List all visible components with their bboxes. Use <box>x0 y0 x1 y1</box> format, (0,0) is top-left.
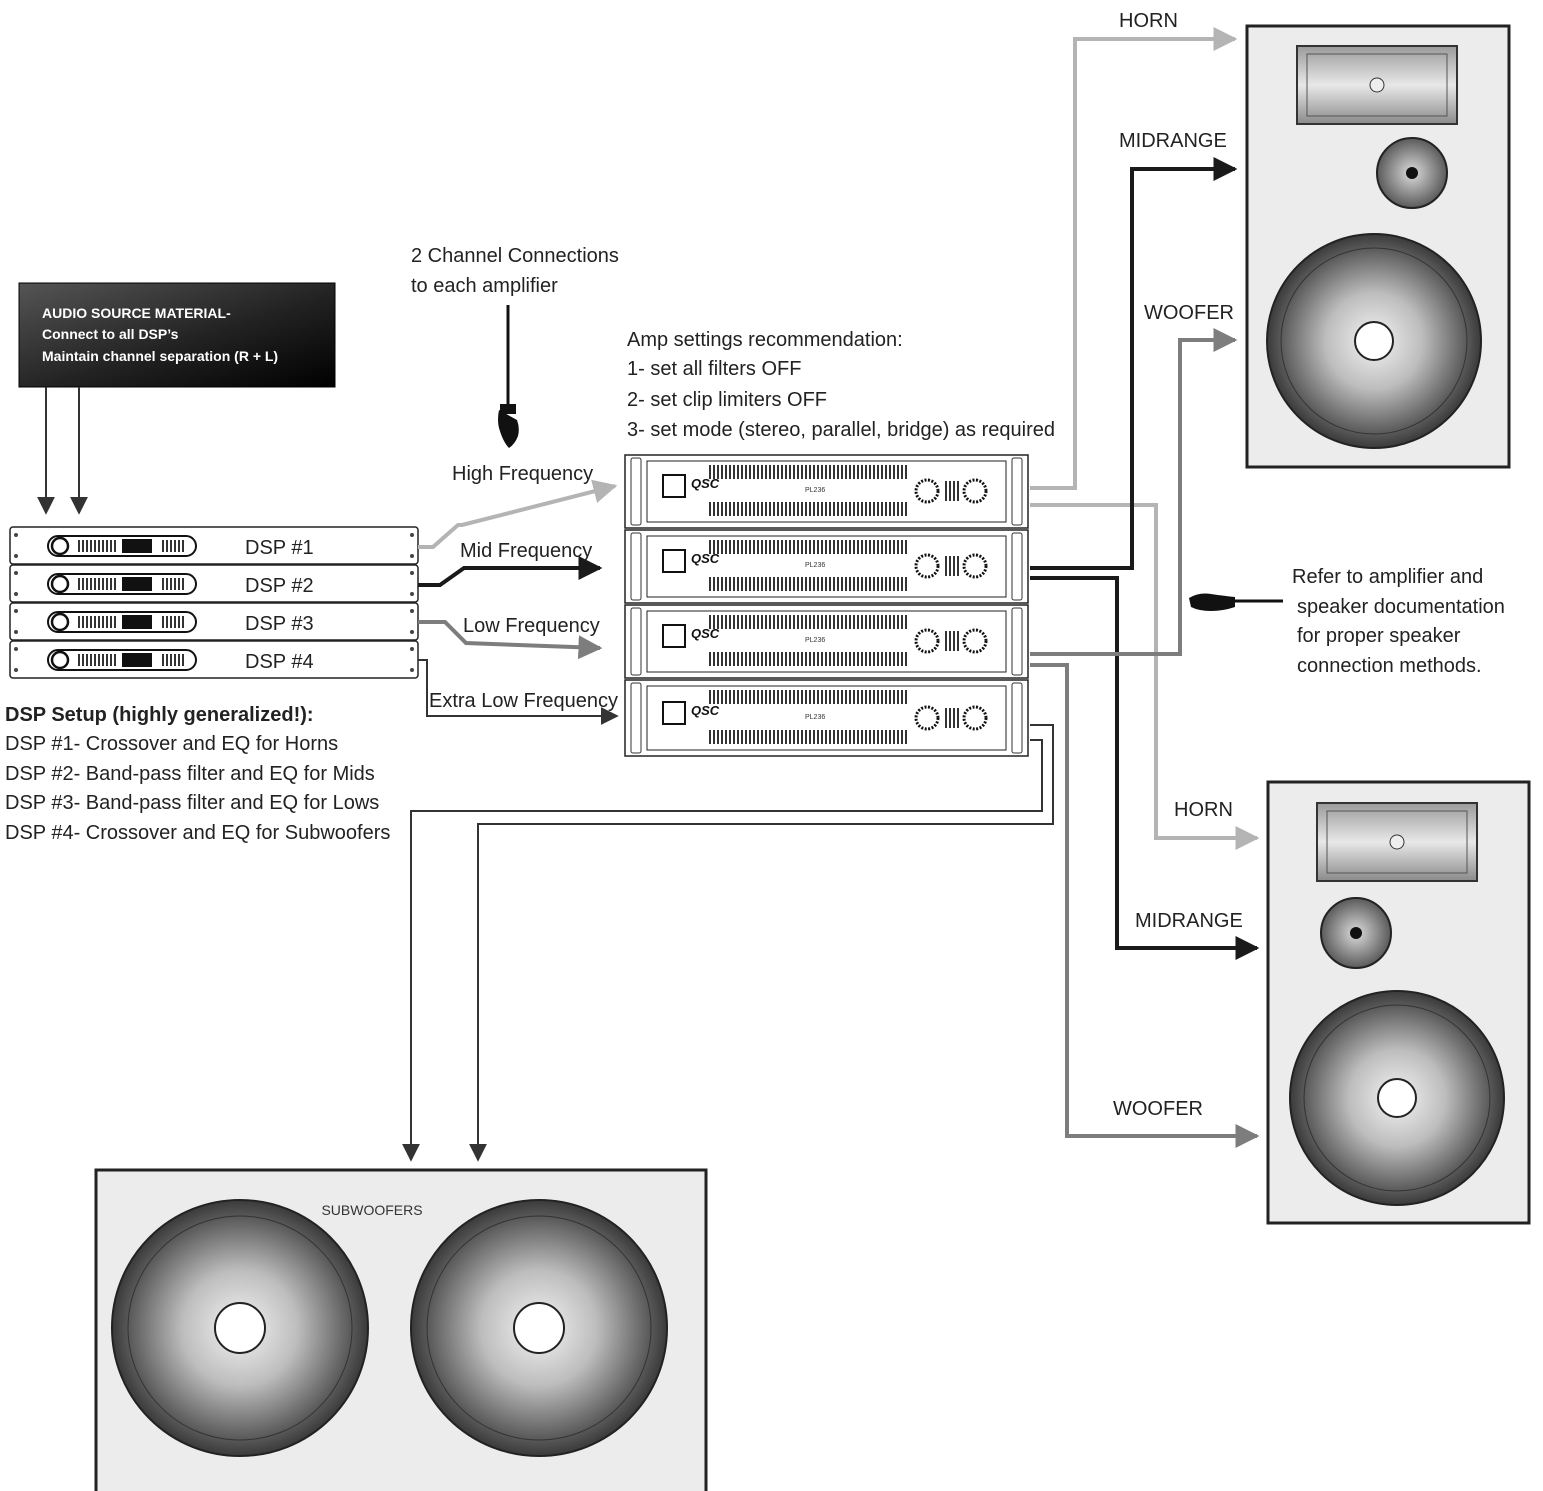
dsp-label-3: DSP #3 <box>245 613 314 635</box>
amp-model-3: PL236 <box>805 637 825 644</box>
bottom-midrange-label: MIDRANGE <box>1135 910 1243 932</box>
amp-model-4: PL236 <box>805 714 825 721</box>
amp-brand-2: QSC <box>691 551 720 566</box>
channel-note-line-1: 2 Channel Connections <box>411 245 619 267</box>
dsp-setup-line-1: DSP #1- Crossover and EQ for Horns <box>5 733 338 755</box>
top-woofer-label: WOOFER <box>1144 302 1234 324</box>
dsp-label-1: DSP #1 <box>245 537 314 559</box>
refer-line-2: speaker documentation <box>1297 596 1505 618</box>
amp-to-speaker-lines <box>402 27 1260 1162</box>
dsp-setup-line-2: DSP #2- Band-pass filter and EQ for Mids <box>5 763 375 785</box>
amp-brand-1: QSC <box>691 476 720 491</box>
speaker-cabinet-top: HORN MIDRANGE WOOFER <box>1119 10 1511 469</box>
refer-note: Refer to amplifier and speaker documenta… <box>1189 566 1505 677</box>
amplifier-1: QSC PL236 <box>624 454 1029 529</box>
refer-line-4: connection methods. <box>1297 655 1482 677</box>
amplifier-3: QSC PL236 <box>624 604 1029 679</box>
freq-label-mid: Mid Frequency <box>460 540 592 562</box>
source-to-dsp-arrows <box>37 387 88 515</box>
dsp-unit-2: DSP #2 <box>9 564 419 603</box>
amp-settings-heading: Amp settings recommendation: <box>627 329 903 351</box>
dsp-setup-line-4: DSP #4- Crossover and EQ for Subwoofers <box>5 822 390 844</box>
amplifier-2: QSC PL236 <box>624 529 1029 604</box>
refer-line-1: Refer to amplifier and <box>1292 566 1483 588</box>
amp-brand-4: QSC <box>691 703 720 718</box>
subwoofer-cabinet: SUBWOOFERS <box>94 1168 708 1491</box>
amp-model-2: PL236 <box>805 562 825 569</box>
subwoofer-label: SUBWOOFERS <box>321 1202 422 1218</box>
pointing-hand-down-icon <box>498 404 519 448</box>
dsp-label-2: DSP #2 <box>245 575 314 597</box>
freq-label-low: Low Frequency <box>463 615 600 637</box>
amplifier-4: QSC PL236 <box>624 679 1029 757</box>
dsp-unit-1: DSP #1 <box>9 526 419 565</box>
dsp-setup-heading: DSP Setup (highly generalized!): <box>5 704 314 726</box>
amplifier-stack: QSC PL236 QSC PL236 <box>624 454 1029 757</box>
dsp-label-4: DSP #4 <box>245 651 314 673</box>
channel-note-line-2: to each amplifier <box>411 275 558 297</box>
top-midrange-label: MIDRANGE <box>1119 130 1227 152</box>
audio-source-box: AUDIO SOURCE MATERIAL- Connect to all DS… <box>18 282 336 388</box>
amp-settings-line-1: 1- set all filters OFF <box>627 358 801 380</box>
amp-settings-line-3: 3- set mode (stereo, parallel, bridge) a… <box>627 419 1055 441</box>
source-line-3: Maintain channel separation (R + L) <box>42 348 278 364</box>
pointing-hand-left-icon <box>1189 593 1235 611</box>
freq-label-xlow: Extra Low Frequency <box>429 690 618 712</box>
dsp-unit-4: DSP #4 <box>9 640 419 679</box>
amp-brand-3: QSC <box>691 626 720 641</box>
freq-label-high: High Frequency <box>452 463 593 485</box>
bottom-horn-label: HORN <box>1174 799 1233 821</box>
source-line-2: Connect to all DSP’s <box>42 326 179 342</box>
speaker-cabinet-bottom: HORN MIDRANGE WOOFER <box>1113 780 1531 1225</box>
dsp-setup-notes: DSP Setup (highly generalized!): DSP #1-… <box>5 704 390 844</box>
refer-line-3: for proper speaker <box>1297 625 1461 647</box>
amp-settings-line-2: 2- set clip limiters OFF <box>627 389 827 411</box>
source-line-1: AUDIO SOURCE MATERIAL- <box>42 305 231 321</box>
top-horn-label: HORN <box>1119 10 1178 32</box>
dsp-unit-3: DSP #3 <box>9 602 419 641</box>
amp-settings-notes: Amp settings recommendation: 1- set all … <box>627 329 1055 441</box>
dsp-rack: DSP #1 DSP #2 DSP #3 <box>9 526 419 679</box>
dsp-to-amp-lines: High Frequency Mid Frequency Low Frequen… <box>418 463 619 725</box>
amp-model-1: PL236 <box>805 487 825 494</box>
dsp-setup-line-3: DSP #3- Band-pass filter and EQ for Lows <box>5 792 379 814</box>
bottom-woofer-label: WOOFER <box>1113 1098 1203 1120</box>
channel-note: 2 Channel Connections to each amplifier <box>411 245 619 448</box>
